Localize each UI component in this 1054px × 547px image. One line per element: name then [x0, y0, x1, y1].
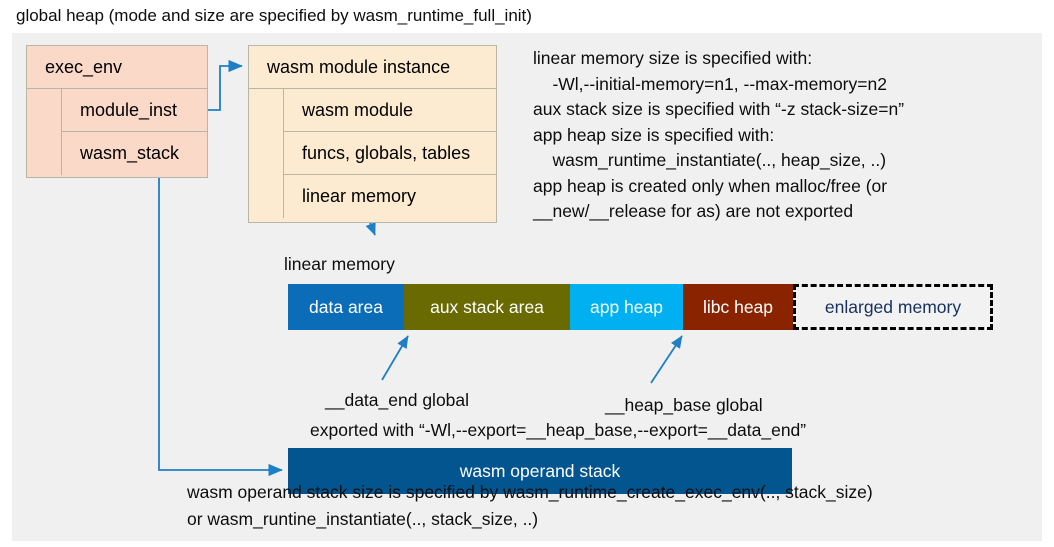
linear-memory-note: linear memory size is specified with: -W… — [533, 48, 905, 221]
memory-segment-aux-stack-area: aux stack area — [404, 284, 570, 330]
diagram-panel: exec_env module_inst wasm_stack wasm mod… — [12, 33, 1042, 541]
memory-segment-enlarged-memory: enlarged memory — [793, 284, 993, 330]
exec-env-row-module-inst: module_inst — [61, 89, 207, 132]
wasm-module-instance-box: wasm module instance wasm module funcs, … — [248, 45, 497, 223]
annotation-data-end: __data_end global — [325, 390, 470, 410]
linear-memory-bar: data area aux stack area app heap libc h… — [288, 284, 993, 330]
memory-segment-data-area: data area — [288, 284, 404, 330]
wasm-operand-stack-bar: wasm operand stack — [288, 448, 792, 494]
exec-env-box: exec_env module_inst wasm_stack — [26, 45, 208, 178]
memory-segment-libc-heap: libc heap — [683, 284, 793, 330]
annotation-heap-base: __heap_base global — [605, 395, 763, 415]
module-instance-row-funcs-globals-tables: funcs, globals, tables — [283, 132, 496, 175]
exec-env-row-wasm-stack: wasm_stack — [61, 132, 207, 175]
operand-stack-note: wasm operand stack size is specified by … — [187, 482, 873, 529]
module-instance-header: wasm module instance — [249, 46, 496, 89]
annotation-exported-with: exported with “-Wl,--export=__heap_base,… — [310, 420, 807, 440]
page-title: global heap (mode and size are specified… — [16, 6, 532, 25]
linear-memory-label: linear memory — [284, 254, 395, 274]
module-instance-row-linear-memory: linear memory — [283, 175, 496, 218]
exec-env-header: exec_env — [27, 46, 207, 89]
memory-segment-app-heap: app heap — [570, 284, 683, 330]
module-instance-row-wasm-module: wasm module — [283, 89, 496, 132]
